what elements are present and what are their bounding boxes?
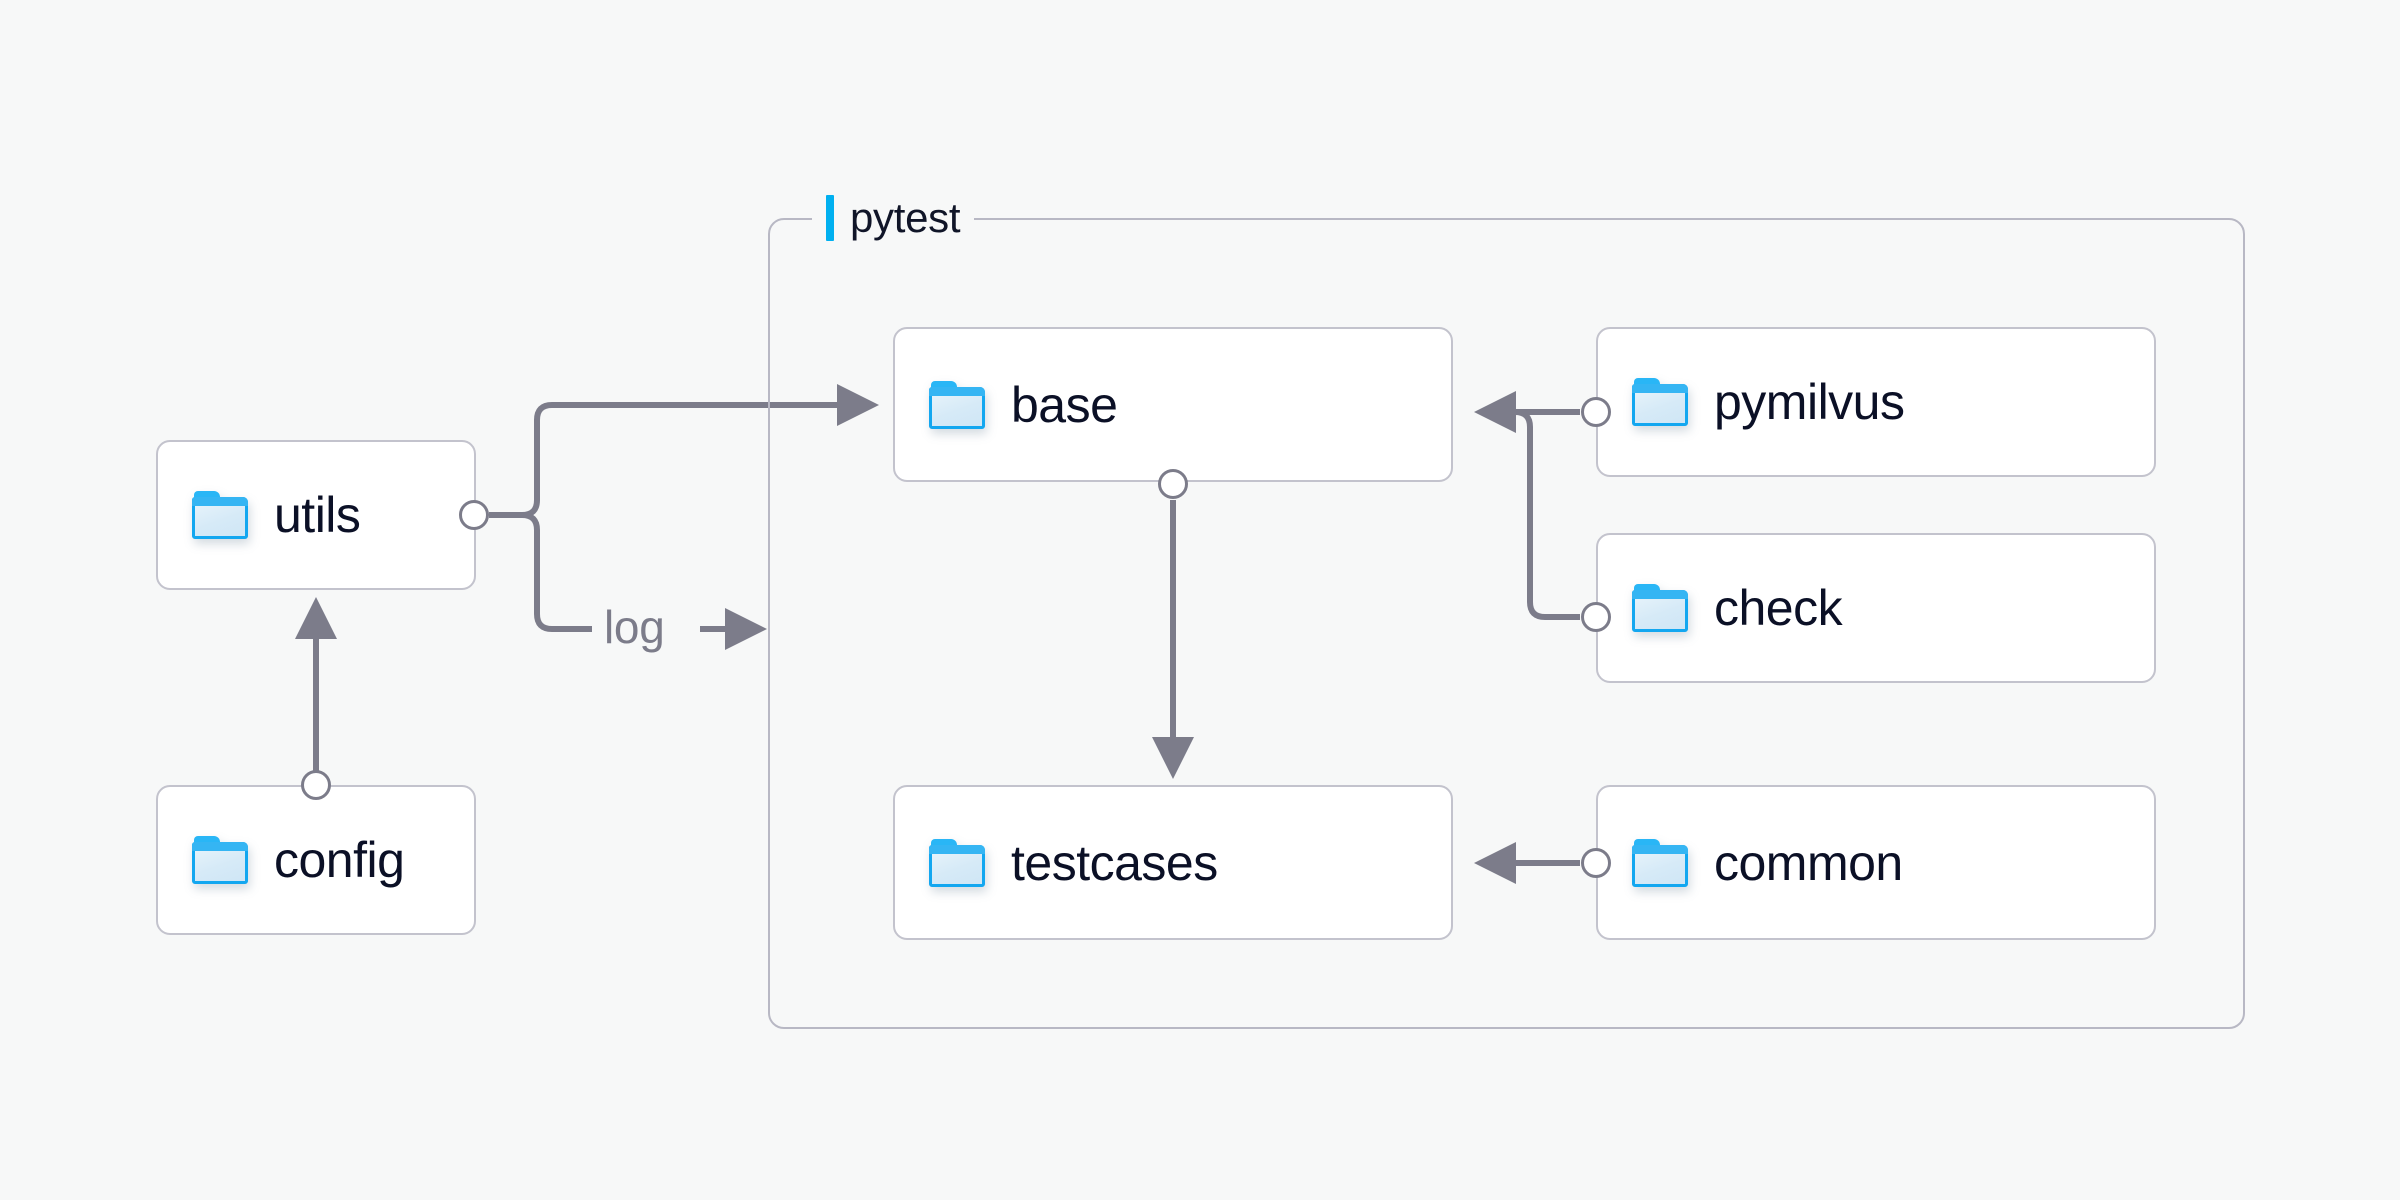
node-config-label: config [274, 832, 405, 888]
node-base[interactable]: base [893, 327, 1453, 482]
folder-icon [192, 836, 248, 884]
node-pymilvus-label: pymilvus [1714, 374, 1905, 430]
node-common-label: common [1714, 834, 1903, 891]
node-utils[interactable]: utils [156, 440, 476, 590]
node-pymilvus[interactable]: pymilvus [1596, 327, 2156, 477]
node-common[interactable]: common [1596, 785, 2156, 940]
folder-icon [1632, 584, 1688, 632]
port-common-left[interactable] [1581, 848, 1611, 878]
port-check-left[interactable] [1581, 602, 1611, 632]
node-check-label: check [1714, 580, 1843, 636]
group-accent-bar [826, 195, 834, 241]
port-utils-right[interactable] [459, 500, 489, 530]
node-config[interactable]: config [156, 785, 476, 935]
edge-label-log: log [604, 601, 665, 653]
node-testcases[interactable]: testcases [893, 785, 1453, 940]
node-check[interactable]: check [1596, 533, 2156, 683]
folder-icon [1632, 378, 1688, 426]
port-pymilvus-left[interactable] [1581, 397, 1611, 427]
folder-icon [192, 491, 248, 539]
folder-icon [1632, 838, 1688, 887]
port-base-bottom[interactable] [1158, 469, 1188, 499]
folder-icon [929, 838, 985, 887]
pytest-group-container[interactable] [768, 218, 2245, 1029]
port-config-top[interactable] [301, 770, 331, 800]
edge-utils-log-path-a [521, 512, 592, 632]
group-label-text: pytest [850, 194, 961, 241]
node-utils-label: utils [274, 487, 361, 543]
pytest-group-label: pytest [812, 192, 975, 244]
folder-icon [929, 380, 985, 429]
node-testcases-label: testcases [1011, 834, 1218, 891]
node-base-label: base [1011, 376, 1118, 433]
